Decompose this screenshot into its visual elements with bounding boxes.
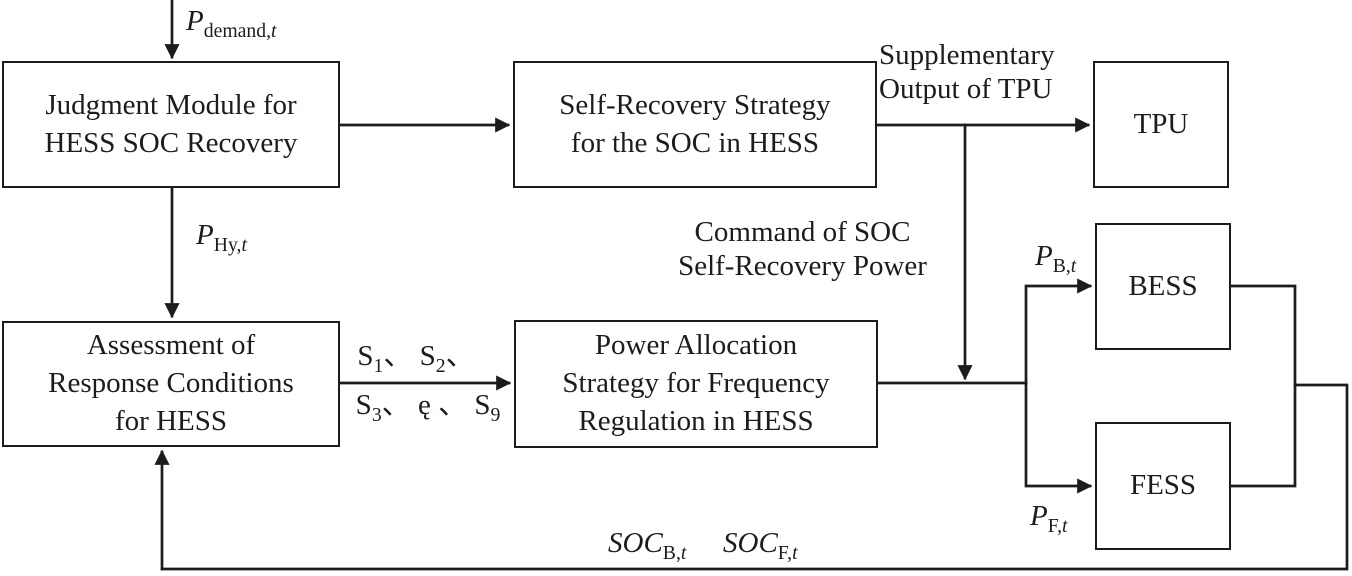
label-text-line: Supplementary: [879, 39, 1055, 71]
label-soc-f-t: SOCF,t: [723, 527, 798, 564]
arrow-to-fess: [1024, 381, 1093, 494]
bess-box: BESS: [1095, 223, 1231, 350]
self-recovery-strategy-box: Self-Recovery Strategy for the SOC in HE…: [513, 61, 877, 188]
box-text-line: Strategy for Frequency: [562, 367, 830, 399]
label-soc-b-t: SOCB,t: [608, 527, 687, 564]
line-soc-feedback-bottom: [160, 383, 1349, 571]
label-s1-s2: S1、 S2、: [357, 340, 475, 377]
judgment-module-box: Judgment Module for HESS SOC Recovery: [2, 61, 340, 188]
tpu-box: TPU: [1093, 61, 1229, 188]
power-allocation-box: Power Allocation Strategy for Frequency …: [514, 320, 878, 448]
box-text-line: Regulation in HESS: [578, 404, 814, 437]
label-p-f-t: PF,t: [1030, 500, 1068, 537]
line-bess-fess-outputs-join: [1229, 284, 1297, 488]
assessment-box: Assessment of Response Conditions for HE…: [2, 321, 340, 447]
label-command-of-soc-self-recovery-power: Command of SOC Self-Recovery Power: [645, 215, 960, 283]
box-text-line: FESS: [1129, 469, 1197, 501]
label-p-b-t: PB,t: [1035, 240, 1077, 277]
box-text-line: for the SOC in HESS: [570, 126, 820, 159]
label-text-line: Output of TPU: [879, 72, 1053, 105]
label-s3-ellipsis-s9: S3、 ę 、 S9: [355, 389, 501, 426]
label-text-line: Self-Recovery Power: [678, 250, 927, 283]
box-text-line: HESS SOC Recovery: [44, 126, 298, 159]
arrow-to-bess: [1024, 278, 1093, 385]
label-text-line: Command of SOC: [694, 216, 911, 248]
fess-box: FESS: [1095, 422, 1231, 550]
label-p-hy-t: PHy,t: [196, 219, 247, 256]
label-supplementary-output-of-tpu: Supplementary Output of TPU: [879, 39, 1055, 107]
box-text-line: Power Allocation: [594, 329, 798, 362]
box-text-line: Self-Recovery Strategy: [559, 88, 831, 121]
box-text-line: Assessment of: [86, 329, 256, 362]
box-text-line: TPU: [1133, 107, 1189, 140]
label-p-demand-t: Pdemand,t: [186, 5, 277, 42]
box-text-line: for HESS: [115, 404, 227, 437]
box-text-line: Judgment Module for: [45, 88, 297, 121]
box-text-line: Response Conditions: [48, 367, 294, 399]
box-text-line: BESS: [1128, 269, 1198, 302]
